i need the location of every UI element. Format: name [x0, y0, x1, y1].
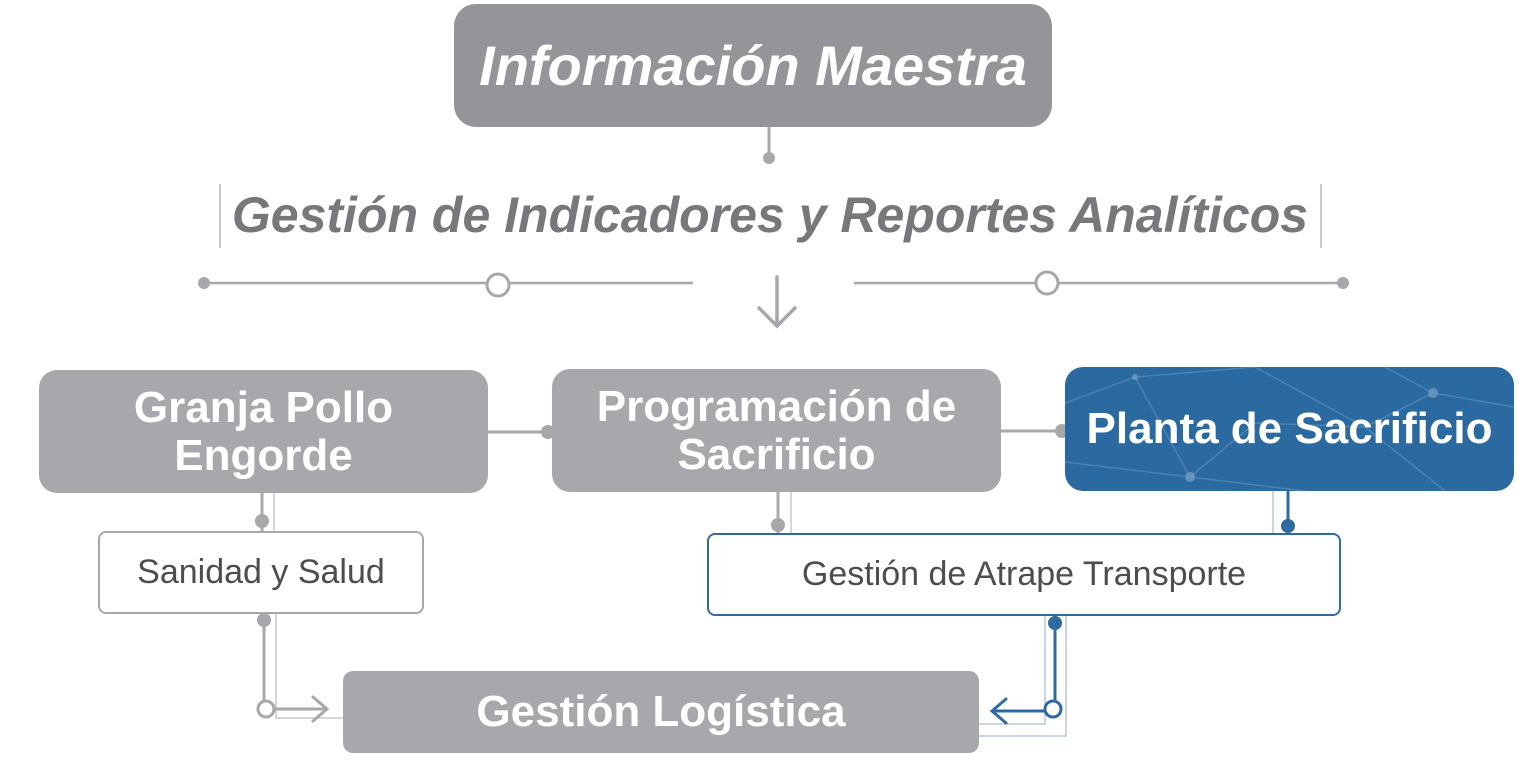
arrow-down-icon [757, 275, 797, 329]
programacion-atrape-dot [771, 518, 785, 532]
granja-sanidad-dot [255, 514, 269, 528]
sanidad-logistica-top-dot [257, 613, 271, 627]
master-connector-dot [763, 152, 775, 164]
master-information-label: Información Maestra [479, 34, 1027, 97]
rail-right-end-dot [1337, 277, 1349, 289]
arrow-right-icon [272, 695, 330, 723]
rail-left-ring [485, 272, 511, 298]
node-granja-line2: Engorde [174, 430, 353, 480]
network-pattern-decoration [1065, 367, 1514, 491]
node-sanidad-label: Sanidad y Salud [137, 553, 385, 591]
node-logistica-label: Gestión Logística [476, 687, 846, 736]
planta-atrape-dot [1281, 519, 1295, 533]
rail-right-ring [1034, 270, 1060, 296]
atrape-logistica-outer-shadow [979, 616, 1067, 737]
node-gestion-logistica: Gestión Logística [343, 671, 979, 753]
atrape-logistica-shadow [979, 616, 1046, 725]
subtitle-heading: Gestión de Indicadores y Reportes Analít… [230, 180, 1310, 250]
atrape-logistica-ring [1043, 699, 1063, 719]
master-information-box: Información Maestra [454, 4, 1052, 127]
sanidad-logistica-shadow [275, 614, 343, 719]
node-granja-pollo-engorde: Granja Pollo Engorde [39, 370, 488, 493]
sanidad-logistica-ring [256, 699, 276, 719]
node-gestion-atrape-transporte: Gestión de Atrape Transporte [707, 533, 1341, 616]
subtitle-label: Gestión de Indicadores y Reportes Analít… [231, 187, 1309, 243]
node-programacion-sacrificio: Programación de Sacrificio [552, 369, 1001, 492]
node-planta-label: Planta de Sacrificio [1086, 404, 1493, 453]
rail-left-end-dot [198, 277, 210, 289]
node-granja-line1: Granja Pollo [133, 382, 394, 432]
granja-programacion-dot [541, 425, 555, 439]
node-programacion-line1: Programación de [596, 381, 957, 431]
arrow-left-icon [989, 697, 1047, 725]
node-planta-sacrificio: Planta de Sacrificio [1065, 367, 1514, 491]
node-programacion-line2: Sacrificio [677, 429, 876, 479]
atrape-logistica-top-dot [1048, 616, 1062, 630]
node-sanidad-salud: Sanidad y Salud [98, 531, 424, 614]
node-atrape-label: Gestión de Atrape Transporte [801, 555, 1247, 593]
